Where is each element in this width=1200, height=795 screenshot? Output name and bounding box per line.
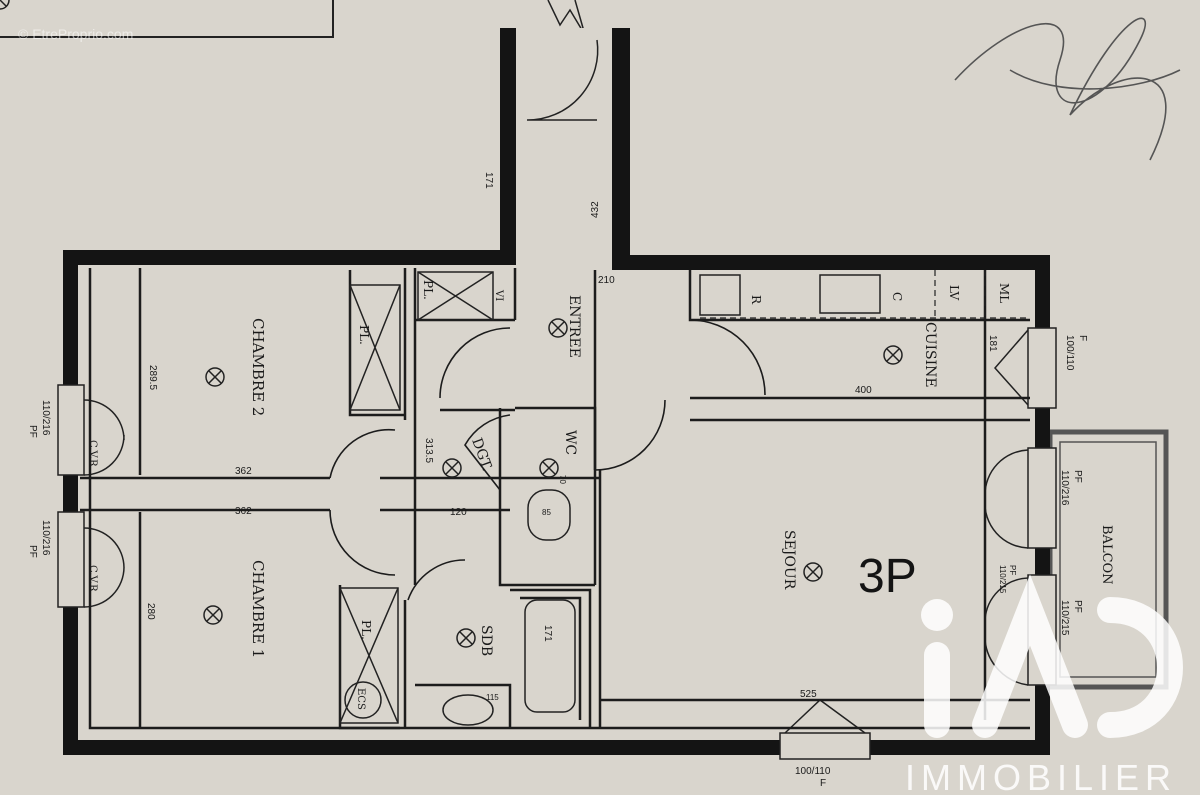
dimension-label: 210 bbox=[598, 275, 615, 286]
exterior-walls bbox=[63, 28, 1050, 755]
light-icon bbox=[803, 562, 823, 582]
copyright-watermark: © EtreProprio.com bbox=[18, 26, 134, 42]
window-type-label: PF bbox=[1072, 600, 1083, 613]
closet-label: PL. bbox=[421, 280, 435, 300]
dimension-label: 171 bbox=[483, 172, 494, 189]
room-label-balcon: BALCON bbox=[1099, 525, 1114, 585]
dimension-label: 432 bbox=[590, 201, 601, 218]
dimension-label: 362 bbox=[235, 466, 252, 477]
light-icon bbox=[539, 458, 559, 478]
window-size-label: 110/216 bbox=[1059, 470, 1070, 506]
brand-name: IMMOBILIER bbox=[905, 757, 1178, 795]
window-type-label: PF bbox=[1008, 565, 1017, 575]
light-icon bbox=[456, 628, 476, 648]
dimension-label: 362 bbox=[235, 506, 252, 517]
dimension-label: 85 bbox=[542, 508, 551, 517]
room-label-sdb: SDB bbox=[478, 625, 494, 656]
fridge-label: R bbox=[749, 295, 763, 305]
closet-label: PL. bbox=[359, 620, 373, 640]
window-size-label: 100/110 bbox=[795, 766, 831, 777]
signature-scribble bbox=[954, 17, 1181, 161]
apartment-type-label: 3P bbox=[858, 550, 917, 603]
room-label-cuisine: CUISINE bbox=[922, 322, 938, 388]
room-label-sejour: SEJOUR bbox=[781, 530, 797, 590]
neighbour-outline bbox=[0, 0, 334, 38]
dimension-label: 70 bbox=[558, 475, 567, 484]
light-icon bbox=[883, 345, 903, 365]
dishwasher-label: LV bbox=[947, 285, 961, 301]
room-label-chambre-2: CHAMBRE 2 bbox=[249, 318, 267, 416]
dimension-label: 400 bbox=[855, 385, 872, 396]
shutter-label: C.V.R bbox=[87, 565, 98, 592]
cooktop-label: C bbox=[890, 292, 904, 301]
window-type-label: F bbox=[820, 778, 826, 789]
entry-arrow-icon bbox=[547, 0, 586, 36]
window-type-label: PF bbox=[27, 425, 38, 438]
ceiling-lights bbox=[0, 0, 10, 10]
closets bbox=[339, 271, 881, 726]
window-size-label: 110/216 bbox=[40, 400, 51, 436]
shutter-label: C.V.R bbox=[87, 440, 98, 467]
closet-label: PL. bbox=[357, 325, 371, 345]
light-icon bbox=[442, 458, 462, 478]
window-type-label: PF bbox=[27, 545, 38, 558]
dimension-label: 115 bbox=[486, 693, 499, 702]
dimension-label: 313.5 bbox=[423, 438, 434, 463]
window-type-label: F bbox=[1077, 335, 1088, 341]
light-icon bbox=[548, 318, 568, 338]
windows bbox=[57, 39, 1057, 760]
room-label-wc: WC bbox=[562, 430, 578, 455]
room-label-chambre-1: CHAMBRE 1 bbox=[249, 560, 267, 658]
window-size-label: 110/216 bbox=[40, 520, 51, 556]
dimension-label: 289.5 bbox=[147, 365, 158, 390]
window-size-label: 110/215 bbox=[1059, 600, 1070, 636]
washing-machine-label: ML bbox=[997, 283, 1011, 303]
room-label-entree: ENTREE bbox=[566, 295, 582, 358]
window-size-label: 100/110 bbox=[1064, 335, 1075, 371]
doors bbox=[329, 319, 766, 601]
dimension-label: 525 bbox=[800, 689, 817, 700]
iad-logo bbox=[921, 574, 1183, 738]
dimension-label: 181 bbox=[987, 335, 998, 352]
light-icon bbox=[205, 367, 225, 387]
kitchen-counter-line bbox=[700, 270, 1030, 319]
window-type-label: PF bbox=[1072, 470, 1083, 483]
light-icon bbox=[203, 605, 223, 625]
dimension-label: 120 bbox=[450, 507, 467, 518]
dimension-label: 171 bbox=[542, 625, 553, 642]
vmc-label: VI bbox=[493, 289, 504, 301]
dimension-label: 280 bbox=[145, 603, 156, 620]
water-heater-label: ECS bbox=[355, 688, 366, 710]
window-size-label: 110/215 bbox=[998, 565, 1007, 594]
